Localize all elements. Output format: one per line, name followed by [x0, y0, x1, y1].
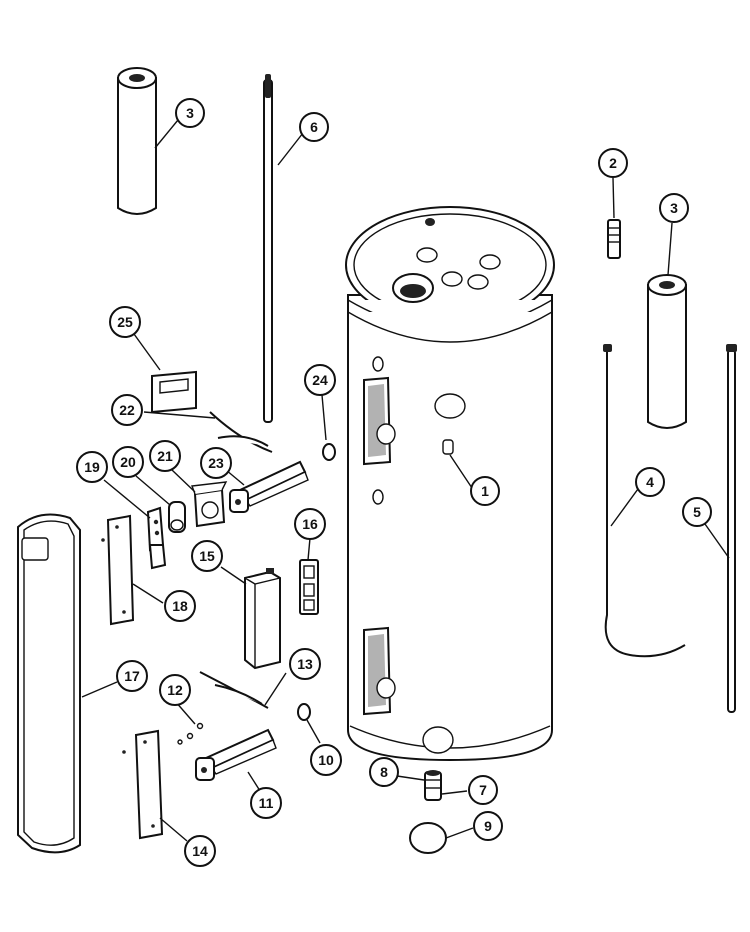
heating-element-upper [229, 460, 309, 513]
callout-19: 19 [76, 451, 108, 483]
callout-20: 20 [112, 446, 144, 478]
callout-15: 15 [191, 540, 223, 572]
anode-rod-hooked [603, 344, 686, 658]
nipple-fitting [607, 219, 621, 259]
callout-6: 6 [299, 112, 329, 142]
callout-9: 9 [473, 811, 503, 841]
terminal-block [299, 559, 319, 615]
gasket-upper [322, 443, 336, 461]
anode-rod-straight [726, 344, 737, 713]
bracket-19 [146, 506, 167, 570]
callout-18-label: 18 [172, 598, 188, 614]
callout-14: 14 [184, 835, 216, 867]
callout-22: 22 [111, 394, 143, 426]
callout-9-label: 9 [484, 818, 492, 834]
callout-13: 13 [289, 648, 321, 680]
insulation-tube-left [117, 67, 157, 215]
callout-2-label: 2 [609, 155, 617, 171]
callout-6-label: 6 [310, 119, 318, 135]
callout-4-label: 4 [646, 474, 654, 490]
cover-plate-lower [122, 729, 164, 840]
callout-7: 7 [468, 775, 498, 805]
callout-8-label: 8 [380, 764, 388, 780]
bracket-21 [191, 481, 228, 528]
callout-10: 10 [310, 744, 342, 776]
callout-23: 23 [200, 447, 232, 479]
wire-harness-lower [199, 671, 269, 709]
callout-1: 1 [470, 476, 500, 506]
callout-18: 18 [164, 590, 196, 622]
cover-plate-upper [101, 514, 135, 626]
callout-8: 8 [369, 757, 399, 787]
callouts: 1 2 3 3 4 5 6 7 8 9 10 11 12 13 14 15 16… [76, 98, 712, 867]
callout-11: 11 [250, 787, 282, 819]
lower-thermostat [244, 568, 281, 670]
callout-12-label: 12 [167, 682, 183, 698]
drain-cap [409, 822, 447, 854]
callout-12: 12 [159, 674, 191, 706]
callout-10-label: 10 [318, 752, 334, 768]
callout-21-label: 21 [157, 448, 173, 464]
callout-3-right: 3 [659, 193, 689, 223]
callout-16: 16 [294, 508, 326, 540]
callout-17-label: 17 [124, 668, 140, 684]
callout-17: 17 [116, 660, 148, 692]
access-panel-jacket [17, 513, 81, 854]
callout-5-label: 5 [693, 504, 701, 520]
callout-2: 2 [598, 148, 628, 178]
heating-element-lower [195, 728, 277, 781]
callout-7-label: 7 [479, 782, 487, 798]
callout-25-label: 25 [117, 314, 133, 330]
callout-19-label: 19 [84, 459, 100, 475]
insulation-tube-right [647, 274, 687, 429]
callout-13-label: 13 [297, 656, 313, 672]
callout-15-label: 15 [199, 548, 215, 564]
leader-lines [81, 119, 730, 842]
callout-3-left-label: 3 [186, 105, 194, 121]
callout-5: 5 [682, 497, 712, 527]
callout-24-label: 24 [312, 372, 328, 388]
gasket-lower [297, 703, 311, 721]
bracket-20 [168, 501, 186, 533]
callout-23-label: 23 [208, 455, 224, 471]
callout-20-label: 20 [120, 454, 136, 470]
screws [177, 722, 204, 745]
callout-3-left: 3 [175, 98, 205, 128]
dip-tube [263, 74, 273, 423]
callout-22-label: 22 [119, 402, 135, 418]
callout-25: 25 [109, 306, 141, 338]
callout-1-label: 1 [481, 483, 489, 499]
callout-14-label: 14 [192, 843, 208, 859]
callout-16-label: 16 [302, 516, 318, 532]
callout-3-right-label: 3 [670, 200, 678, 216]
callout-24: 24 [304, 364, 336, 396]
callout-21: 21 [149, 440, 181, 472]
callout-11-label: 11 [259, 795, 274, 811]
thermostat [151, 370, 197, 414]
drain-valve [424, 770, 442, 801]
wire-harness-upper [209, 411, 273, 453]
callout-4: 4 [635, 467, 665, 497]
water-heater-tank [345, 206, 555, 762]
